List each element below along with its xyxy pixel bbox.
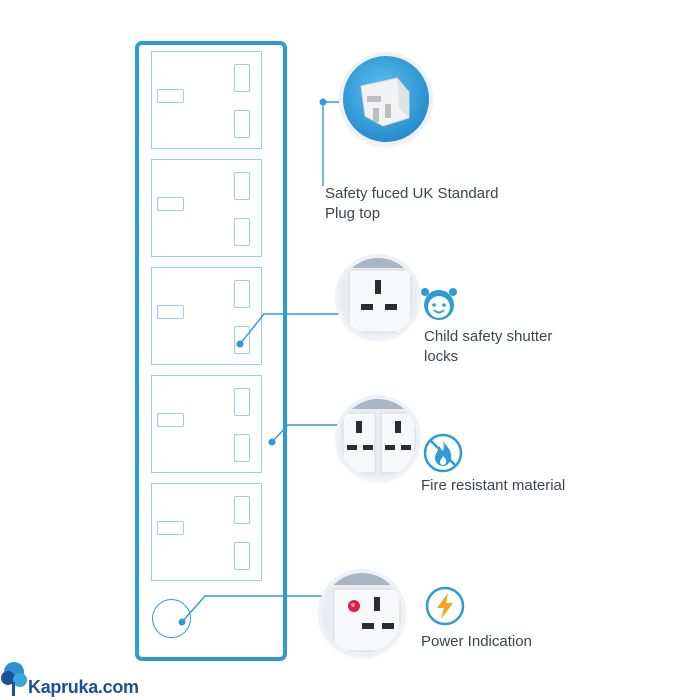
plug-top-photo — [343, 56, 429, 142]
socket-5 — [151, 483, 262, 581]
socket-3 — [151, 267, 262, 365]
earth-pin-slot — [157, 413, 184, 427]
feature-label-child-safety: Child safety shutter locks — [424, 328, 553, 365]
socket-1 — [151, 51, 262, 149]
earth-pin-slot — [157, 521, 184, 535]
earth-pin-slot — [157, 89, 184, 103]
child-face-icon — [420, 287, 458, 321]
earth-pin-slot — [157, 197, 184, 211]
power-indicator-light — [152, 599, 191, 638]
live-pin-slot — [234, 496, 250, 524]
kapruka-wordmark: Kapruka.com — [28, 677, 139, 697]
neutral-pin-slot — [234, 434, 250, 462]
lightning-icon — [425, 586, 465, 626]
flame-icon — [423, 433, 463, 473]
neutral-pin-slot — [234, 110, 250, 138]
power-strip-outline — [135, 41, 287, 661]
live-pin-slot — [234, 172, 250, 200]
feature-label-plug: Safety fuced UK Standard Plug top — [325, 185, 499, 222]
power-indication-photo — [322, 573, 402, 653]
feature-label-power-indication: Power Indication — [421, 633, 532, 650]
socket-2 — [151, 159, 262, 257]
feature-label-fire-resistant: Fire resistant material — [421, 477, 566, 494]
socket-4 — [151, 375, 262, 473]
earth-pin-slot — [157, 305, 184, 319]
live-pin-slot — [234, 64, 250, 92]
neutral-pin-slot — [234, 218, 250, 246]
live-pin-slot — [234, 388, 250, 416]
socket-shutter-photo — [339, 258, 417, 336]
neutral-pin-slot — [234, 326, 250, 354]
live-pin-slot — [234, 280, 250, 308]
neutral-pin-slot — [234, 542, 250, 570]
tree-logo-icon — [1, 662, 27, 696]
socket-fire-resistant-photo — [339, 399, 417, 477]
